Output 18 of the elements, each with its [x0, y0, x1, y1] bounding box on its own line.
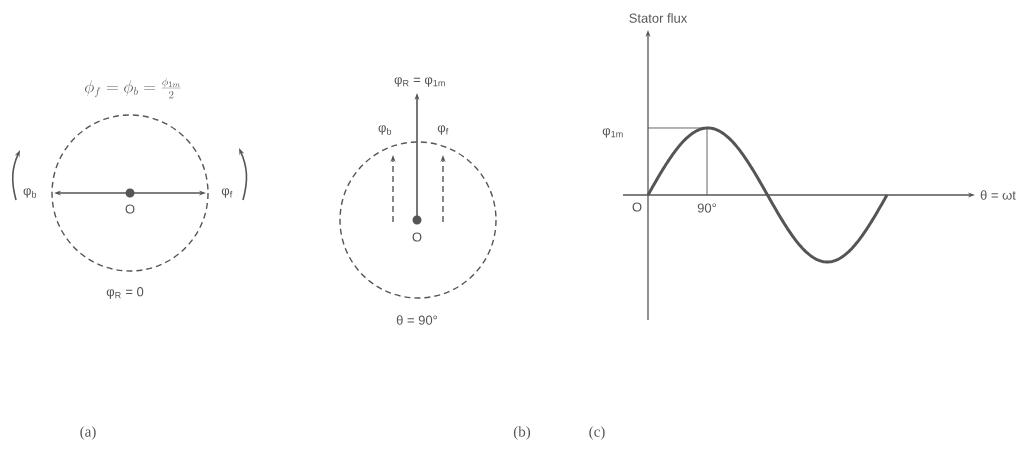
- phasor-label: φ$_{b}$: [23, 188, 37, 198]
- point-label: O: [412, 232, 422, 242]
- tick-label: O: [632, 202, 642, 212]
- figure-caption: (c): [589, 426, 605, 440]
- math-label: $\phi_f = \phi_b = \frac{\phi_{1m}}{2}$: [85, 77, 181, 99]
- math-label: θ = 90°: [396, 315, 438, 325]
- axis-label: Stator flux: [629, 13, 688, 23]
- point-label: O: [125, 204, 135, 214]
- figure-caption: (b): [513, 426, 531, 440]
- math-label: φ$_{R}$ = φ$_{1m}$: [394, 77, 445, 87]
- phasor-label: φ$_{f}$: [221, 188, 233, 198]
- figure-caption: (a): [80, 426, 96, 440]
- axis-label: θ = ωt: [980, 190, 1016, 200]
- phasor-label: φ$_{f}$: [437, 125, 449, 135]
- tick-label: φ$_{1m}$: [602, 128, 623, 138]
- math-label: φ$_{R}$ = 0: [106, 287, 144, 299]
- phasor-label: φ$_{b}$: [378, 125, 392, 135]
- tick-label: 90°: [697, 203, 717, 213]
